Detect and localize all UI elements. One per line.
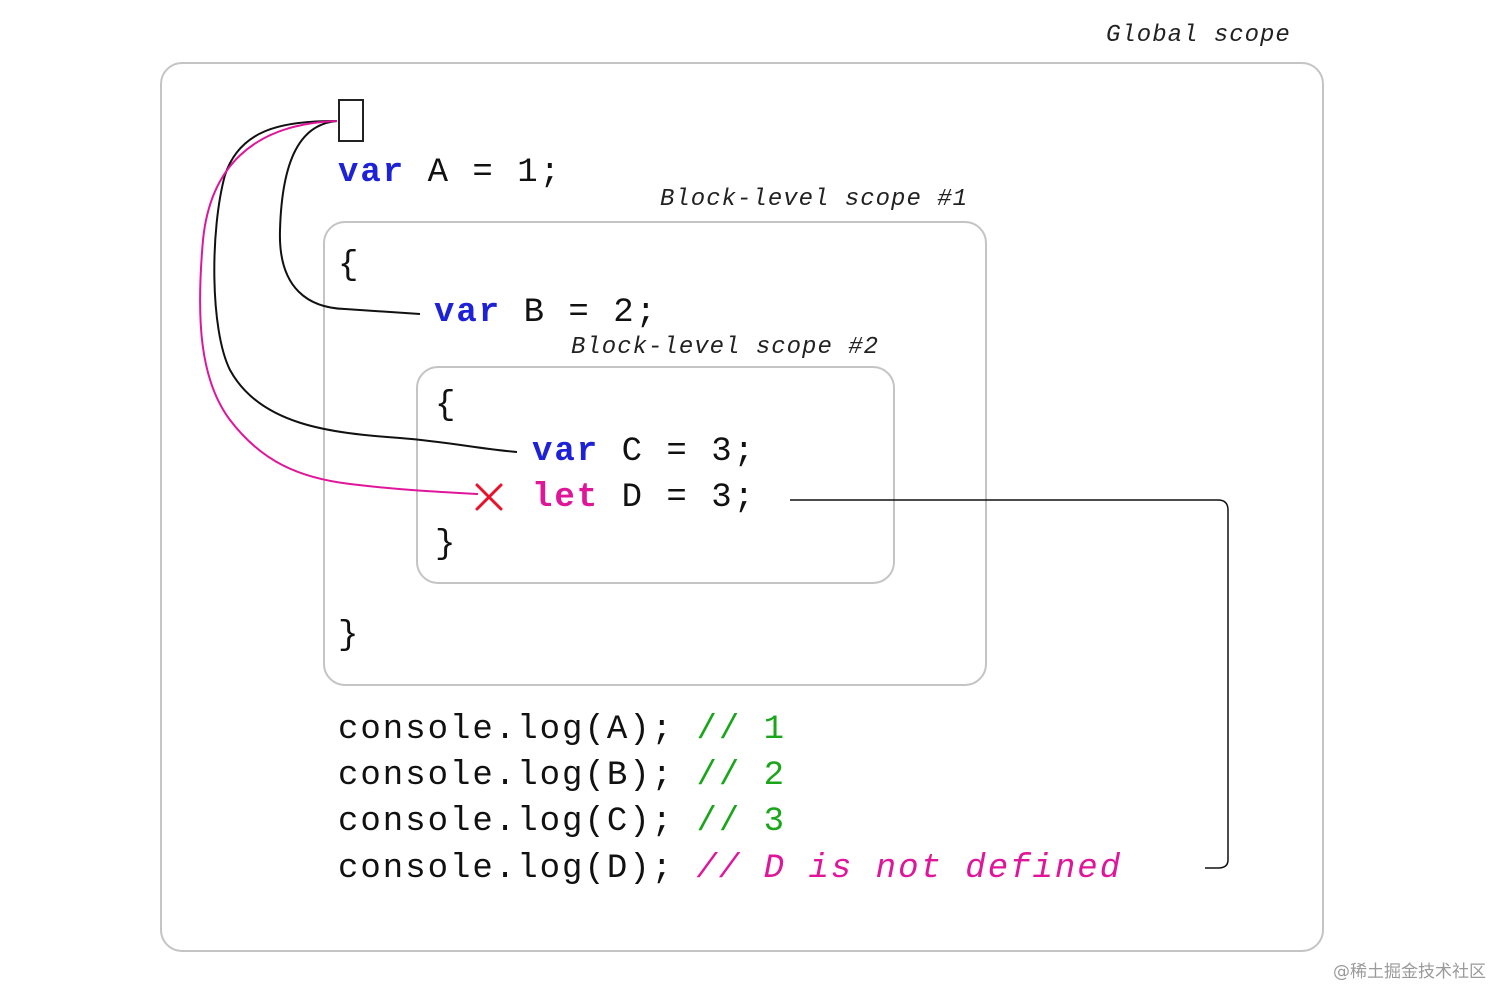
keyword-var: var [532,433,600,471]
global-scope-box [160,62,1324,952]
log-comment-error: // D is not defined [696,850,1123,888]
console-log-c: console.log(C); // 3 [338,802,786,842]
block-scope-1-label: Block-level scope #1 [660,186,969,213]
console-log-b: console.log(B); // 2 [338,756,786,796]
code-line-let-d: let D = 3; [532,478,756,518]
code-line-var-c: var C = 3; [532,432,756,472]
log-comment: // 3 [696,803,787,841]
code-line-var-a: var A = 1; [338,153,562,193]
connector-var-b [278,120,421,315]
block-scope-2-box [416,366,895,584]
console-log-d: console.log(D); // D is not defined [338,849,1122,889]
console-log-a: console.log(A); // 1 [338,710,786,750]
cross-icon [475,483,503,511]
keyword-var: var [434,294,502,332]
close-brace-2: } [435,526,458,564]
keyword-let: let [532,479,600,517]
log-comment: // 2 [696,757,787,795]
open-brace-1: { [338,247,361,285]
statement-c: C = 3; [599,433,757,471]
connector-let-d-to-error [790,499,1229,869]
log-comment: // 1 [696,711,787,749]
connector-let-d [199,120,479,495]
close-brace-1: } [338,617,361,655]
connector-var-c [213,120,518,453]
block-scope-1-box [323,221,987,686]
log-call: console.log(A); [338,711,697,749]
block-scope-2-label: Block-level scope #2 [571,334,880,361]
statement-d: D = 3; [599,479,757,517]
log-call: console.log(B); [338,757,697,795]
global-scope-label: Global scope [1106,22,1291,49]
watermark: @稀土掘金技术社区 [1333,962,1486,982]
keyword-var: var [338,154,406,192]
log-call: console.log(D); [338,850,697,888]
code-line-var-b: var B = 2; [434,293,658,333]
log-call: console.log(C); [338,803,697,841]
open-brace-2: { [435,387,458,425]
reference-target-marker [338,99,364,142]
statement-b: B = 2; [501,294,659,332]
statement-a: A = 1; [405,154,563,192]
